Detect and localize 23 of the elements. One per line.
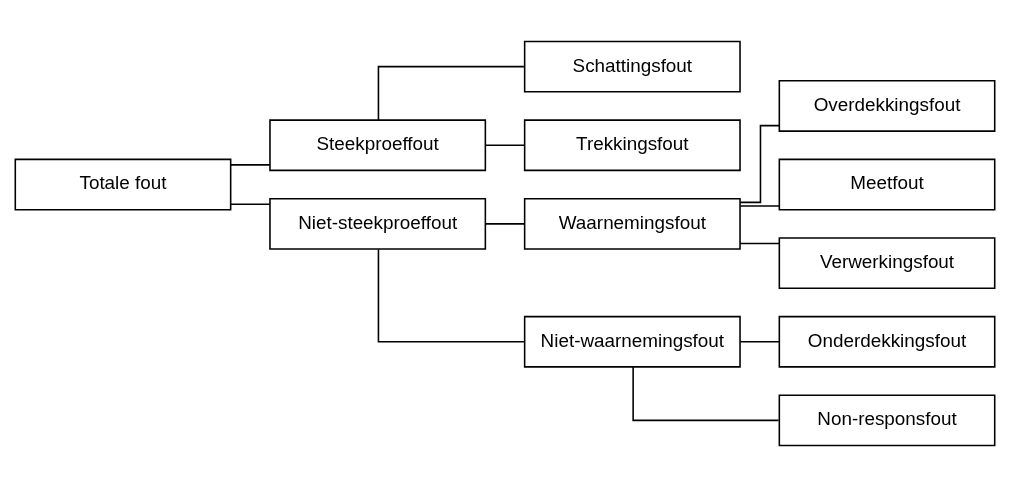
connector [484,223,525,225]
node-box: Meetfout [778,158,995,211]
connector [377,65,525,121]
connector [229,164,271,166]
connector [739,340,780,343]
node-box: Verwerkingsfout [778,237,995,290]
node-box: Overdekkingsfout [778,80,995,132]
node-box: Niet-steekproeffout [268,197,486,250]
node-box: Trekkingsfout [523,119,741,172]
node-box: Steekproeffout [268,119,486,172]
connector [739,242,780,245]
connector [377,248,525,343]
connector [739,124,780,204]
node-box: Onderdekkingsfout [778,315,995,368]
node-box: Niet-waarnemingsfout [523,315,741,368]
connector [739,205,780,207]
node-box: Schattingsfout [523,40,741,93]
node-box: Totale fout [14,158,231,211]
connector [631,366,779,422]
connector [229,203,271,205]
node-box: Non-responsfout [778,394,995,447]
node-box: Waarnemingsfout [523,197,741,250]
connector [484,144,525,147]
